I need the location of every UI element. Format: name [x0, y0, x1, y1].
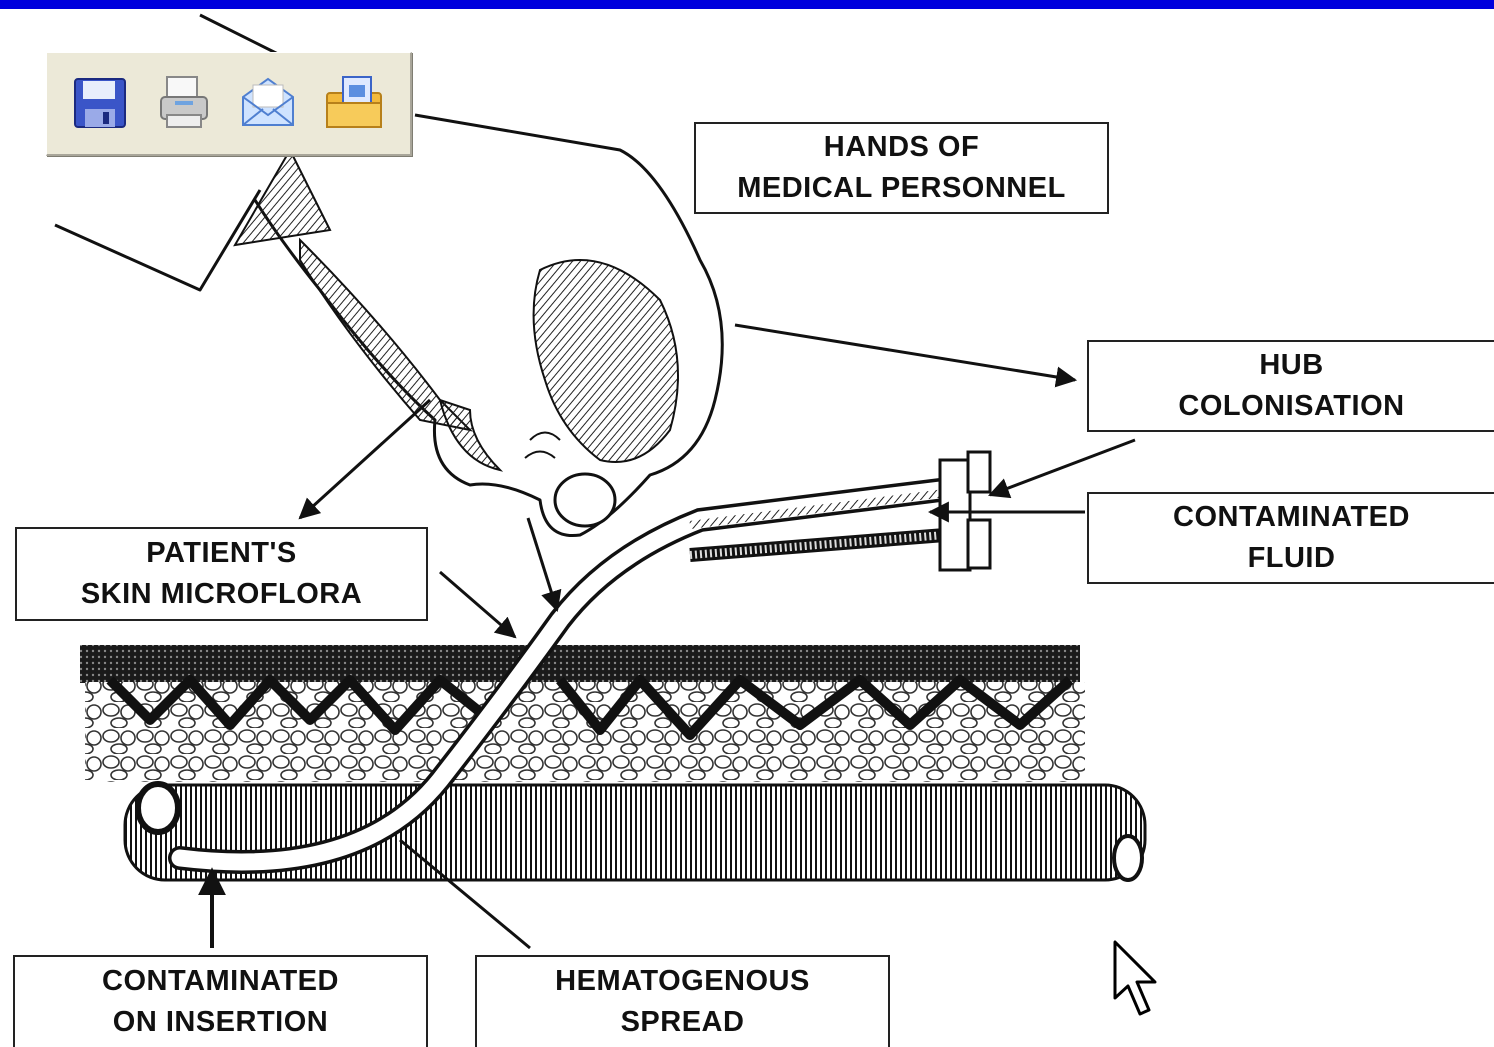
label-line: SPREAD [621, 1002, 745, 1043]
print-button[interactable] [153, 71, 215, 133]
label-hematogenous-spread: HEMATOGENOUS SPREAD [475, 955, 890, 1047]
image-toolbar [46, 52, 412, 156]
label-hands-of-medical-personnel: HANDS OF MEDICAL PERSONNEL [694, 122, 1109, 214]
label-line: ON INSERTION [113, 1002, 328, 1043]
save-icon [69, 71, 131, 133]
email-button[interactable] [237, 71, 299, 133]
label-line: HANDS OF [824, 127, 979, 168]
label-line: HEMATOGENOUS [555, 961, 810, 1002]
label-patients-skin-microflora: PATIENT'S SKIN MICROFLORA [15, 527, 428, 621]
label-line: COLONISATION [1178, 386, 1404, 427]
email-icon [237, 71, 299, 133]
open-folder-icon [323, 71, 385, 133]
mouse-pointer-icon [1112, 940, 1162, 1022]
label-line: PATIENT'S [146, 533, 297, 574]
save-button[interactable] [69, 71, 131, 133]
print-icon [153, 71, 215, 133]
label-line: HUB [1259, 345, 1323, 386]
label-line: FLUID [1248, 538, 1336, 579]
label-line: CONTAMINATED [1173, 497, 1410, 538]
label-contaminated-fluid: CONTAMINATED FLUID [1087, 492, 1494, 584]
label-line: CONTAMINATED [102, 961, 339, 1002]
label-line: SKIN MICROFLORA [81, 574, 362, 615]
open-folder-button[interactable] [323, 71, 385, 133]
label-hub-colonisation: HUB COLONISATION [1087, 340, 1494, 432]
label-line: MEDICAL PERSONNEL [737, 168, 1066, 209]
label-contaminated-on-insertion: CONTAMINATED ON INSERTION [13, 955, 428, 1047]
